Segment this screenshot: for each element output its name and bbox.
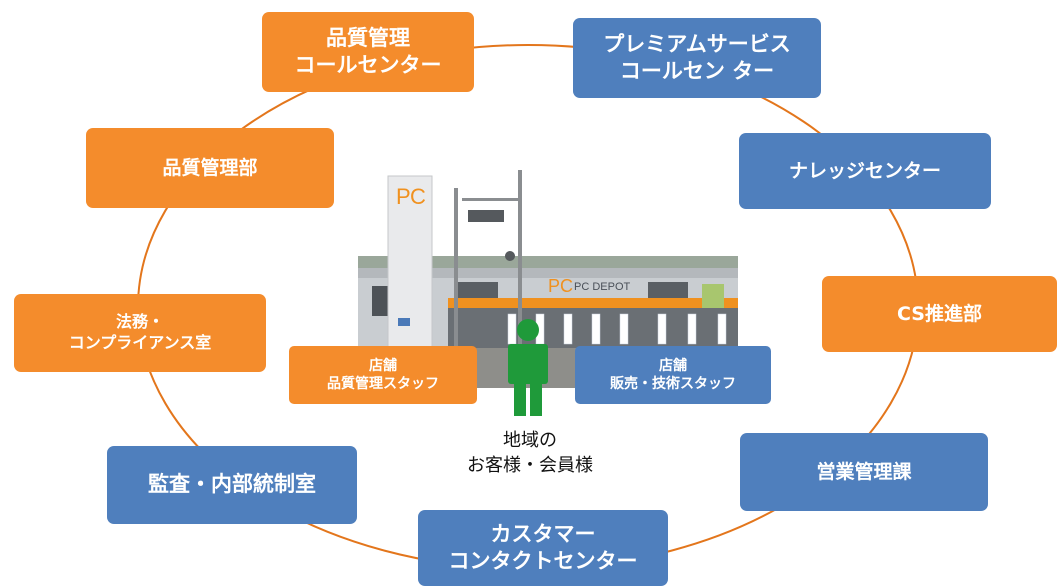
qc-call-center-line2: コールセンター [294,53,442,77]
customer-contact-center-node: カスタマー コンタクトセンター [418,510,668,586]
cs-promotion-label: CS推進部 [897,302,982,325]
audit-internal-control-node: 監査・内部統制室 [107,446,357,524]
premium-call-center-line2: コールセン ター [619,59,775,83]
store-sign-text: PC DEPOT [574,281,631,293]
knowledge-center-node: ナレッジセンター [739,133,991,209]
sales-management-node: 営業管理課 [740,433,988,511]
legal-compliance-line1: 法務・ [115,312,164,332]
qc-department-node: 品質管理部 [86,128,334,208]
store-qc-staff-node: 店舗 品質管理スタッフ [289,346,477,404]
legal-compliance-node: 法務・ コンプライアンス室 [14,294,266,372]
qc-call-center-line1: 品質管理 [326,25,410,50]
premium-call-center-node: プレミアムサービス コールセン ター [573,18,821,98]
customer-contact-line2: コンタクトセンター [448,549,638,573]
customer-label: 地域の お客様・会員様 [435,428,625,478]
sales-management-label: 営業管理課 [816,460,912,483]
customer-contact-line1: カスタマー [490,521,596,546]
customer-label-line1: 地域の [503,430,557,451]
store-sales-staff-line1: 店舗 [659,357,687,374]
qc-department-label: 品質管理部 [162,156,258,179]
audit-internal-control-label: 監査・内部統制室 [148,472,316,497]
knowledge-center-label: ナレッジセンター [788,159,941,182]
cs-promotion-node: CS推進部 [822,276,1057,352]
svg-text:PC: PC [548,276,573,296]
svg-text:P: P [396,184,411,209]
premium-call-center-line1: プレミアムサービス [603,31,791,56]
store-qc-staff-line2: 品質管理スタッフ [327,376,439,392]
legal-compliance-line2: コンプライアンス室 [68,333,212,352]
svg-text:C: C [410,184,426,209]
store-qc-staff-line1: 店舗 [369,357,397,374]
qc-call-center-node: 品質管理 コールセンター [262,12,474,92]
customer-label-line2: お客様・会員様 [467,455,593,477]
store-sales-staff-line2: 販売・技術スタッフ [610,376,736,392]
customer-person-icon [508,319,548,416]
store-sales-staff-node: 店舗 販売・技術スタッフ [575,346,771,404]
